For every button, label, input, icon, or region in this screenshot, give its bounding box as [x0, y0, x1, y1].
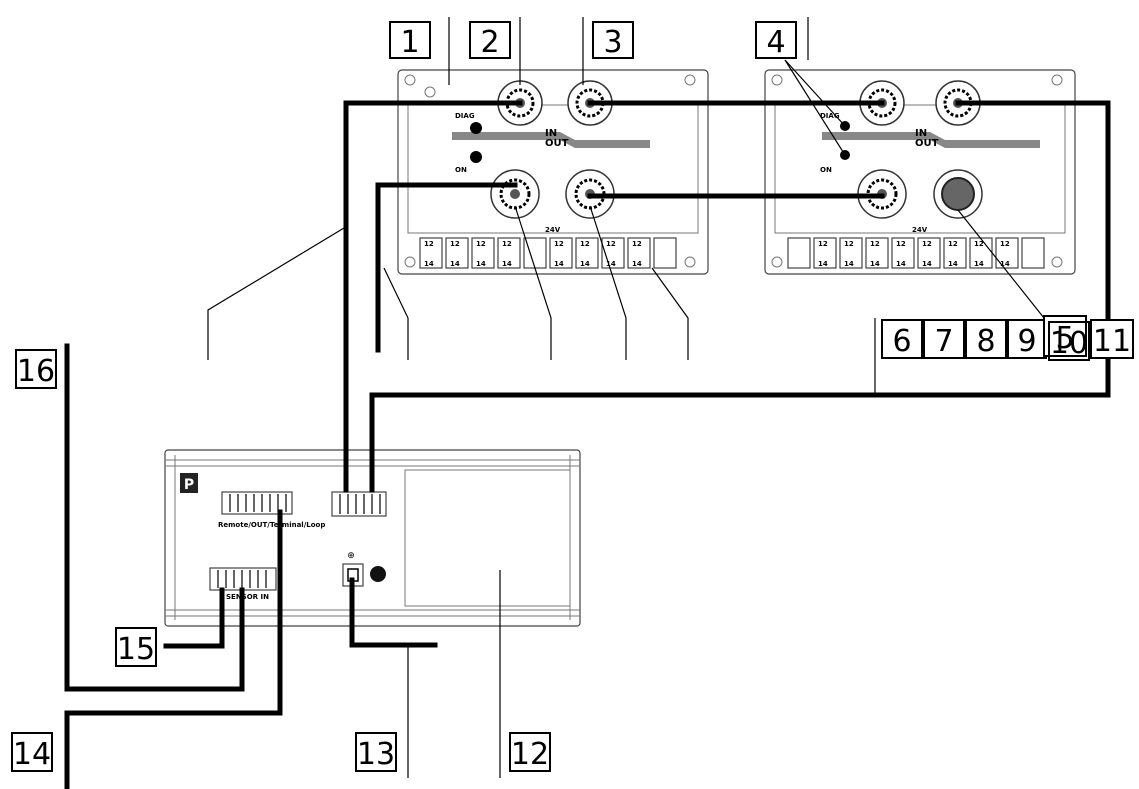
module-b-terminal-low-3: 14 — [870, 260, 880, 268]
cable-remote-14 — [64, 509, 283, 789]
module-b-terminal-6: 12 — [948, 240, 958, 248]
brand-logo-text: P — [184, 477, 194, 493]
module-a-on-label: ON — [455, 166, 467, 174]
module-a-terminal-2: 12 — [450, 240, 460, 248]
module-b-out-label: OUT — [915, 138, 939, 149]
module-b-diag-label: DIAG — [820, 112, 840, 120]
controller-bus-terminal — [331, 491, 387, 517]
module-b-terminal-7: 12 — [974, 240, 984, 248]
callout-11: 11 — [1090, 319, 1134, 359]
module-b-voltage-label: 24V — [912, 226, 928, 234]
module-b-terminal-low-2: 14 — [844, 260, 854, 268]
module-a-in-label: IN — [545, 128, 557, 139]
controller-sensor-label: SENSOR IN — [226, 593, 269, 601]
svg-text:8: 8 — [976, 324, 995, 359]
callout-12: 12 — [509, 732, 551, 772]
svg-text:12: 12 — [511, 737, 549, 772]
module-a-terminal-4: 12 — [502, 240, 512, 248]
module-a-terminal-low-6: 14 — [580, 260, 590, 268]
callout-8: 8 — [965, 319, 1007, 359]
svg-text:16: 16 — [17, 354, 55, 389]
svg-text:11: 11 — [1093, 324, 1131, 359]
callout-14: 14 — [11, 732, 53, 772]
callout-2: 2 — [469, 21, 511, 60]
module-b-terminal-5: 12 — [922, 240, 932, 248]
module-b-terminal-3: 12 — [870, 240, 880, 248]
callout-15: 15 — [115, 627, 157, 667]
module-a-terminal-block: 12 12 12 12 12 12 12 12 14 14 14 14 14 1… — [419, 237, 677, 269]
svg-text:1: 1 — [400, 25, 419, 60]
module-a-terminal-low-7: 14 — [606, 260, 616, 268]
controller-remote-label: Remote/OUT/Terminal/Loop — [218, 521, 325, 529]
cable-sensor-15 — [163, 587, 225, 649]
module-a-out-label: OUT — [545, 138, 569, 149]
module-a-terminal-low-5: 14 — [554, 260, 564, 268]
cable-sensor-16 — [64, 343, 245, 692]
callout-9: 9 — [1007, 319, 1047, 359]
cables — [64, 100, 1111, 789]
power-symbol: ⊕ — [347, 551, 355, 561]
module-b-blanking-plug — [933, 169, 983, 219]
callout-10: 10 — [1048, 321, 1090, 361]
svg-text:13: 13 — [357, 737, 395, 772]
svg-text:3: 3 — [603, 25, 622, 60]
controller-remote-terminal — [221, 491, 293, 515]
svg-text:7: 7 — [934, 324, 953, 359]
module-a-voltage-label: 24V — [545, 226, 561, 234]
module-b-terminal-2: 12 — [844, 240, 854, 248]
callout-7: 7 — [923, 319, 965, 359]
cable-bus-to-module-a — [343, 100, 523, 493]
module-a-diag-label: DIAG — [455, 112, 475, 120]
controller-unit: P Remote/OUT/Terminal/Loop — [164, 449, 581, 627]
module-b-on-label: ON — [820, 166, 832, 174]
callout-6: 6 — [881, 319, 923, 359]
status-indicator — [370, 566, 386, 582]
module-a-connector-bottom-left — [490, 169, 540, 219]
svg-text:15: 15 — [117, 632, 155, 667]
svg-text:2: 2 — [480, 25, 499, 60]
callout-3: 3 — [592, 21, 634, 60]
module-a-terminal-5: 12 — [554, 240, 564, 248]
module-a-on-led — [470, 151, 482, 163]
module-a-terminal-7: 12 — [606, 240, 616, 248]
module-b-terminal-low-5: 14 — [922, 260, 932, 268]
module-a-terminal-1: 12 — [424, 240, 434, 248]
module-b-terminal-low-8: 14 — [1000, 260, 1010, 268]
module-b-in-label: IN — [915, 128, 927, 139]
brand-logo — [180, 473, 198, 493]
leader-lines — [207, 17, 1045, 778]
svg-text:4: 4 — [766, 25, 785, 60]
module-a-terminal-low-1: 14 — [424, 260, 434, 268]
svg-text:14: 14 — [13, 737, 51, 772]
module-b-terminal-low-7: 14 — [974, 260, 984, 268]
callout-13: 13 — [355, 732, 397, 772]
cable-module-a-in-stub — [375, 182, 518, 353]
module-a-diag-led — [470, 122, 482, 134]
module-a: DIAG ON IN OUT 24V — [397, 69, 709, 275]
module-a-terminal-low-2: 14 — [450, 260, 460, 268]
module-a-terminal-low-4: 14 — [502, 260, 512, 268]
controller-sensor-terminal — [209, 567, 277, 591]
module-a-terminal-low-8: 14 — [632, 260, 642, 268]
svg-text:9: 9 — [1017, 324, 1036, 359]
module-b-terminal-8: 12 — [1000, 240, 1010, 248]
cable-module-b-return — [369, 100, 1111, 493]
module-b-terminal-low-6: 14 — [948, 260, 958, 268]
module-b-terminal-1: 12 — [818, 240, 828, 248]
module-b-terminal-4: 12 — [896, 240, 906, 248]
module-b-terminal-low-4: 14 — [896, 260, 906, 268]
module-a-terminal-8: 12 — [632, 240, 642, 248]
callout-16: 16 — [15, 349, 57, 389]
module-a-terminal-6: 12 — [580, 240, 590, 248]
svg-text:10: 10 — [1050, 326, 1088, 361]
module-b-terminal-low-1: 14 — [818, 260, 828, 268]
module-a-terminal-3: 12 — [476, 240, 486, 248]
callout-4: 4 — [755, 21, 797, 60]
svg-text:6: 6 — [892, 324, 911, 359]
callout-1: 1 — [389, 21, 431, 60]
cable-power — [349, 577, 438, 648]
svg-text:5: 5 — [1055, 321, 1074, 356]
module-a-terminal-low-3: 14 — [476, 260, 486, 268]
